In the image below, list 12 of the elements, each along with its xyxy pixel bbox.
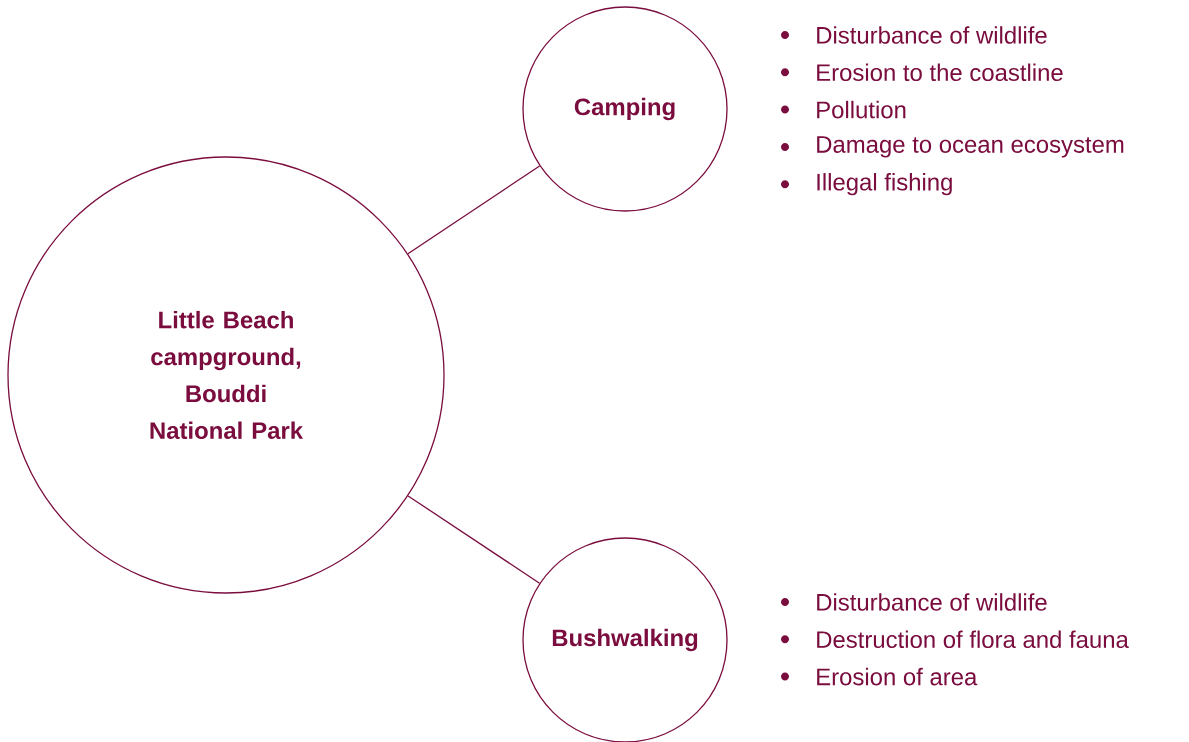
circle-node: Little Beach campground, Bouddi National Park bbox=[7, 156, 445, 594]
bullet-item: Erosion to the coastline bbox=[781, 63, 1063, 82]
bullet-item: Illegal fishing bbox=[781, 173, 952, 196]
bullet-item: Disturbance of wildlife bbox=[781, 593, 1047, 611]
bullet-item: Damage to ocean ecosystem bbox=[781, 136, 1124, 158]
connector-line bbox=[407, 165, 541, 255]
bullet-item: Erosion of area bbox=[781, 667, 978, 686]
connector-line bbox=[407, 495, 541, 584]
circle-node: Camping bbox=[522, 6, 728, 212]
bullet-item: Pollution bbox=[781, 100, 906, 119]
bullet-item: Destruction of flora and fauna bbox=[781, 630, 1129, 649]
bullet-item: Disturbance of wildlife bbox=[781, 26, 1047, 44]
